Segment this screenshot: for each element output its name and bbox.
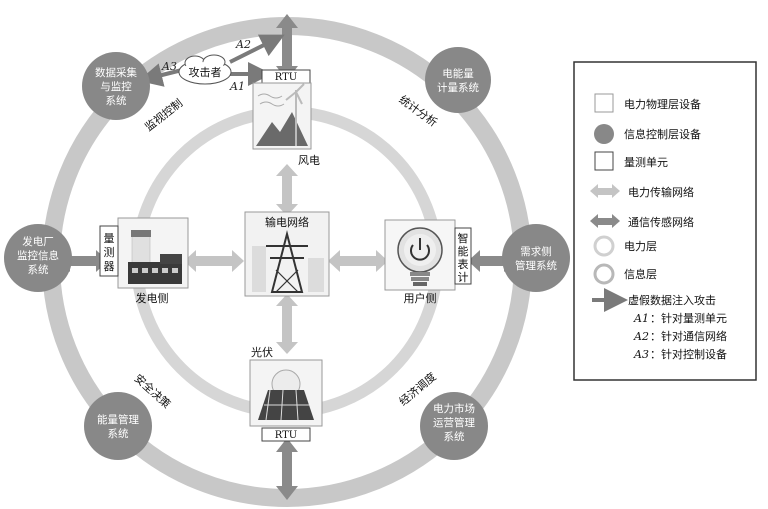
- legend-item-7: 信息层: [624, 267, 657, 281]
- energy-mgmt-line-2: 系统: [108, 427, 129, 440]
- legend-item-8: 虚假数据注入攻击: [628, 293, 716, 307]
- smart-meter-char-1: 智: [458, 231, 469, 245]
- legend-swatch-info-device: [594, 124, 614, 144]
- attack-label-a1: A1: [229, 80, 245, 93]
- legend-swatch-comm-network: [590, 214, 620, 228]
- meter-unit-char-3: 器: [104, 260, 115, 273]
- meter-system-node: [425, 47, 491, 113]
- demand-line-2: 管理系统: [515, 259, 557, 272]
- power-plant-icon: [117, 217, 189, 289]
- power-arrow-wind: [276, 164, 298, 216]
- demand-node: [502, 224, 570, 292]
- scada-line-3: 系统: [106, 94, 127, 107]
- power-arrow-user: [328, 250, 388, 272]
- rtu-bottom-label: RTU: [275, 430, 297, 441]
- legend-item-5: 通信传感网络: [628, 215, 694, 229]
- rtu-top-label: RTU: [275, 72, 297, 83]
- transmission-label: 输电网络: [265, 215, 309, 229]
- meter-unit-box: [99, 225, 119, 277]
- legend-item-3: 量测单元: [624, 156, 668, 169]
- legend-item-2: 信息控制层设备: [624, 127, 701, 141]
- caption-monitor-control: 监视控制: [142, 96, 185, 134]
- legend-item-4: 电力传输网络: [628, 185, 694, 199]
- legend-swatch-meter-unit: [594, 151, 614, 171]
- wind-farm-icon: [252, 82, 312, 150]
- legend-swatch-power-transmission: [590, 184, 620, 198]
- plant-monitor-line-2: 监控信息: [17, 249, 59, 262]
- scada-line-1: 数据采集: [95, 66, 137, 79]
- meter-unit-char-2: 测: [104, 246, 115, 259]
- transmission-tower-icon: [244, 211, 330, 297]
- meter-system-line-2: 计量系统: [437, 81, 479, 94]
- market-node: [420, 392, 488, 460]
- legend-swatch-power-device: [594, 93, 614, 113]
- legend-item-1: 电力物理层设备: [624, 97, 701, 111]
- scada-node: [82, 52, 150, 120]
- attack-label-a2: A2: [235, 38, 251, 51]
- wind-label: 风电: [298, 154, 320, 167]
- legend-attack-a2-text: ：针对通信网络: [650, 329, 727, 343]
- smart-meter-char-2: 能: [458, 244, 469, 258]
- legend-item-6: 电力层: [624, 240, 657, 253]
- attacker-cloud-icon: [178, 54, 232, 85]
- solar-label: 光伏: [251, 345, 273, 359]
- plant-monitor-line-1: 发电厂: [22, 235, 54, 248]
- legend-swatch-power-layer: [593, 235, 615, 257]
- attack-arrows: [138, 34, 285, 87]
- meter-unit-char-1: 量: [104, 232, 115, 245]
- smart-meter-char-3: 表: [458, 257, 469, 271]
- comm-arrow-bottom: [276, 438, 298, 500]
- legend-attack-a1-tag: A1: [633, 312, 649, 325]
- rtu-bottom-box: [261, 427, 311, 442]
- smart-meter-char-4: 计: [458, 271, 469, 284]
- legend-attack-a3-text: ：针对控制设备: [650, 347, 727, 361]
- plant-monitor-line-3: 系统: [28, 263, 49, 276]
- plant-monitor-node: [4, 224, 72, 292]
- legend-attack-a1-text: ：针对量测单元: [650, 311, 727, 325]
- legend-swatch-info-layer: [593, 263, 615, 285]
- power-arrow-generation: [184, 250, 244, 272]
- light-bulb-icon: [384, 219, 456, 291]
- market-line-1: 电力市场: [433, 402, 475, 415]
- power-arrow-solar: [276, 294, 298, 354]
- attacker-label: 攻击者: [189, 65, 222, 79]
- legend-attack-a3-tag: A3: [633, 348, 649, 361]
- scada-line-2: 与监控: [100, 80, 132, 93]
- solar-panel-icon: [249, 359, 323, 427]
- meter-system-line-1: 电能量: [442, 67, 474, 80]
- generation-label: 发电侧: [136, 291, 169, 305]
- smart-meter-box: [454, 227, 472, 285]
- user-label: 用户侧: [404, 291, 437, 305]
- demand-line-1: 需求侧: [520, 245, 552, 258]
- energy-mgmt-line-1: 能量管理: [97, 413, 139, 426]
- market-line-2: 运营管理: [433, 416, 475, 429]
- legend-attack-a2-tag: A2: [633, 330, 649, 343]
- attack-label-a3: A3: [161, 60, 177, 73]
- energy-mgmt-node: [84, 392, 152, 460]
- market-line-3: 系统: [444, 430, 465, 443]
